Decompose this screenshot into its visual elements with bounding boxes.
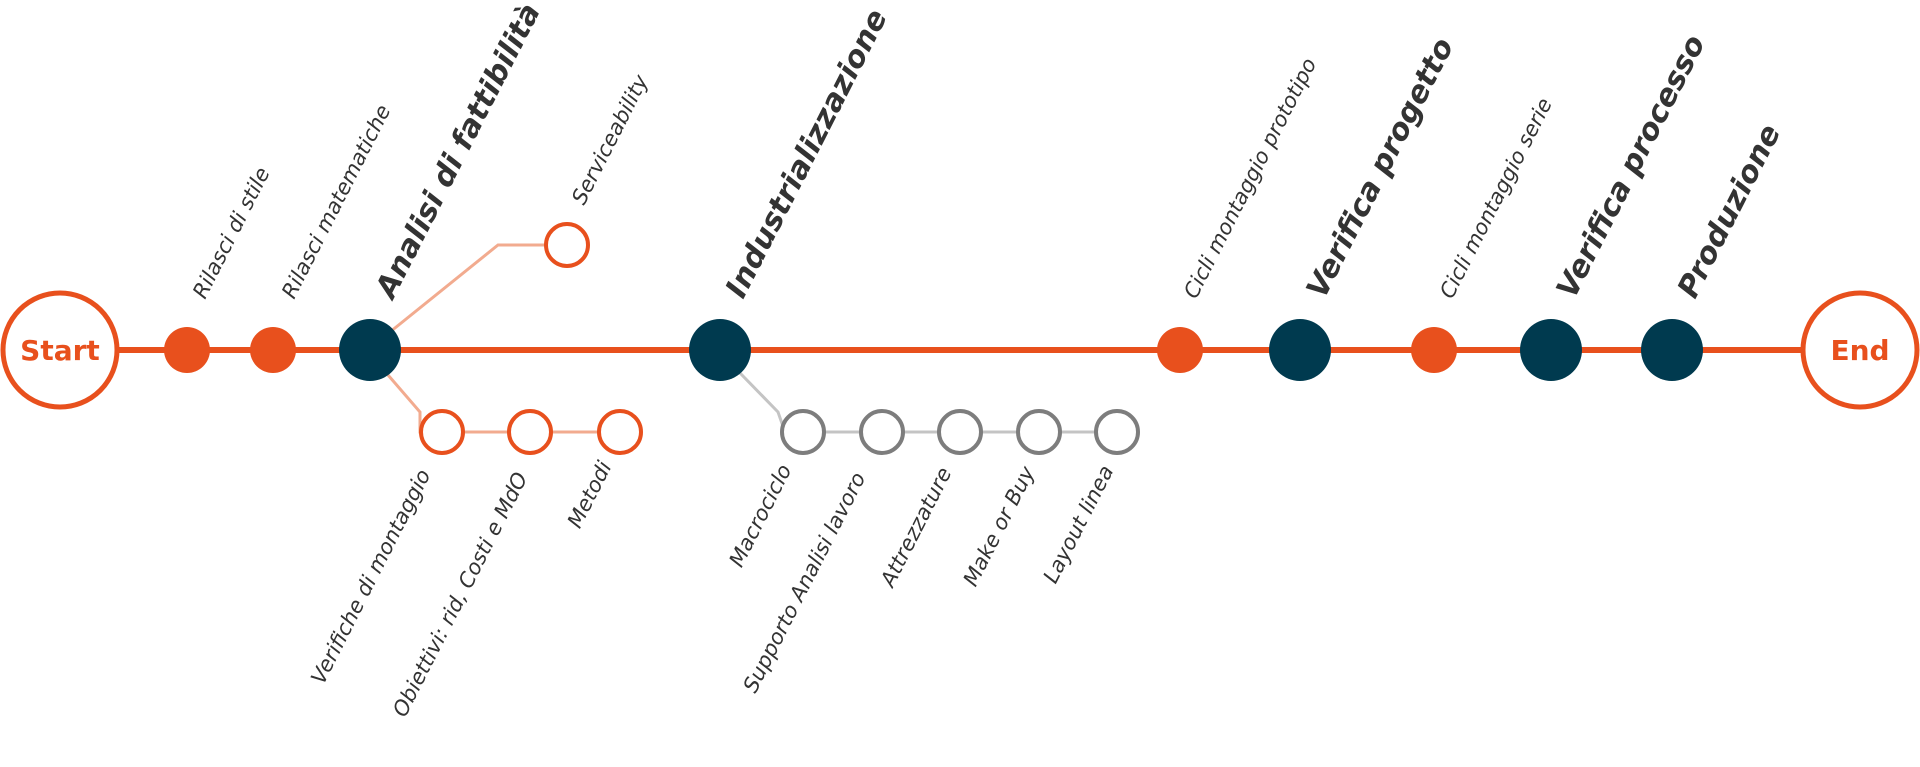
milestone-node-verifica-processo <box>1520 319 1582 381</box>
milestone-label-analisi-fattibilita: Analisi di fattibilità <box>368 0 548 305</box>
branch-node-layout-linea <box>1094 409 1140 455</box>
milestone-node-verifica-progetto <box>1269 319 1331 381</box>
milestone-node-produzione <box>1641 319 1703 381</box>
branch-label-make-or-buy: Make or Buy <box>959 462 1040 590</box>
branch-node-serviceability <box>544 222 590 268</box>
milestone-label-industrializzazione: Industrializzazione <box>719 4 895 304</box>
branch-label-attrezzature: Attrezzature <box>875 463 956 592</box>
branch-node-macrociclo <box>780 409 826 455</box>
branch-node-metodi <box>597 409 643 455</box>
milestone-label-rilasci-stile: Rilasci di stile <box>188 163 275 302</box>
branch-label-macrociclo: Macrociclo <box>724 460 796 570</box>
milestone-label-verifica-progetto: Verifica progetto <box>1300 32 1461 303</box>
milestone-label-produzione: Produzione <box>1671 119 1788 304</box>
branch-node-make-or-buy <box>1016 409 1062 455</box>
start-node: Start <box>0 290 120 410</box>
milestone-node-rilasci-stile <box>164 327 210 373</box>
milestone-label-cicli-prototipo: Cicli montaggio prototipo <box>1179 54 1321 302</box>
branch-node-verifiche-montaggio <box>419 409 465 455</box>
milestone-node-analisi-fattibilita <box>339 319 401 381</box>
end-node: End <box>1800 290 1920 410</box>
branch-label-layout-linea: Layout linea <box>1039 461 1119 587</box>
milestone-node-cicli-serie <box>1411 327 1457 373</box>
milestone-node-rilasci-matematiche <box>250 327 296 373</box>
branch-label-serviceability: Serviceability <box>567 70 653 208</box>
end-label: End <box>1830 334 1889 367</box>
branch-line-serviceability <box>389 243 545 334</box>
branch-node-obiettivi <box>507 409 553 455</box>
branch-node-supporto-analisi <box>859 409 905 455</box>
start-label: Start <box>20 334 100 367</box>
milestone-node-cicli-prototipo <box>1157 327 1203 373</box>
milestone-label-cicli-serie: Cicli montaggio serie <box>1435 94 1557 302</box>
branch-node-attrezzature <box>937 409 983 455</box>
milestone-node-industrializzazione <box>689 319 751 381</box>
branch-label-metodi: Metodi <box>563 457 617 532</box>
